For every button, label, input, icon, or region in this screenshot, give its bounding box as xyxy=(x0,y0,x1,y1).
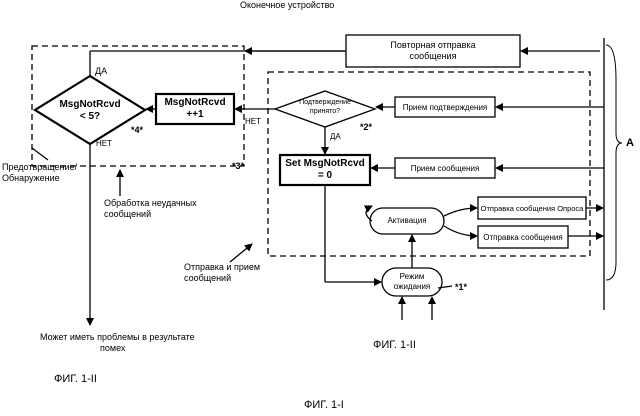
fig-1-II-left-caption: ФИГ. 1-II xyxy=(54,374,97,385)
interference-label: Может иметь проблемы в результате помех xyxy=(40,332,195,354)
yes-mid-label: ДА xyxy=(330,131,341,142)
interference-line-1: Может иметь проблемы в результате xyxy=(40,332,195,343)
standby-line-1: Режим xyxy=(382,272,442,282)
activation-label: Активация xyxy=(370,215,444,226)
ack-received-line-2: принято? xyxy=(285,107,365,116)
fail-processing-line-1: Обработка неудачных xyxy=(104,198,197,209)
standby-line-2: ожидания xyxy=(382,282,442,292)
no-left-label: НЕТ xyxy=(96,138,112,149)
ack-reception-label: Прием подтверждения xyxy=(395,102,495,113)
set-counter-label: Set MsgNotRcvd = 0 xyxy=(280,158,370,182)
mark-2: *2* xyxy=(360,122,372,133)
ack-received-label: Подтверждение принято? xyxy=(285,98,365,116)
counter-inc-line-2: ++1 xyxy=(156,109,234,121)
counter-check-label: MsgNotRcvd < 5? xyxy=(50,99,130,123)
fail-processing-label: Обработка неудачных сообщений xyxy=(104,198,197,220)
mark-4: *4* xyxy=(131,125,143,136)
prevention-line-1: Предотвращение/ xyxy=(2,162,77,173)
send-receive-line-1: Отправка и прием xyxy=(184,262,260,273)
mark-3: *3* xyxy=(232,161,244,172)
interference-line-2: помех xyxy=(40,343,195,354)
ack-received-line-1: Подтверждение xyxy=(285,98,365,107)
set-counter-line-2: = 0 xyxy=(280,170,370,182)
send-msg-label: Отправка сообщения xyxy=(478,232,568,243)
fig-1-II-right-caption: ФИГ. 1-II xyxy=(373,340,416,351)
send-receive-line-2: сообщений xyxy=(184,273,260,284)
yes-top-label: ДА xyxy=(95,66,107,77)
resend-label: Повторная отправка сообщения xyxy=(346,40,520,62)
fail-processing-line-2: сообщений xyxy=(104,209,197,220)
send-poll-label: Отправка сообщения Опроса xyxy=(478,203,586,214)
mark-1: *1* xyxy=(455,282,467,293)
no-mid-label: НЕТ xyxy=(245,116,261,127)
counter-inc-line-1: MsgNotRcvd xyxy=(156,97,234,109)
bracket-label-a: A xyxy=(626,138,634,149)
counter-check-line-2: < 5? xyxy=(50,111,130,123)
fig-1-I-caption: ФИГ. 1-I xyxy=(304,400,344,411)
set-counter-line-1: Set MsgNotRcvd xyxy=(280,158,370,170)
counter-inc-label: MsgNotRcvd ++1 xyxy=(156,97,234,121)
counter-check-line-1: MsgNotRcvd xyxy=(50,99,130,111)
standby-label: Режим ожидания xyxy=(382,272,442,292)
resend-line-1: Повторная отправка xyxy=(346,40,520,51)
resend-line-2: сообщения xyxy=(346,51,520,62)
msg-reception-label: Прием сообщения xyxy=(395,163,495,174)
send-receive-label: Отправка и прием сообщений xyxy=(184,262,260,284)
prevention-label: Предотвращение/ Обнаружение xyxy=(2,162,77,184)
page-title: Оконечное устройство xyxy=(240,0,334,11)
prevention-line-2: Обнаружение xyxy=(2,173,77,184)
